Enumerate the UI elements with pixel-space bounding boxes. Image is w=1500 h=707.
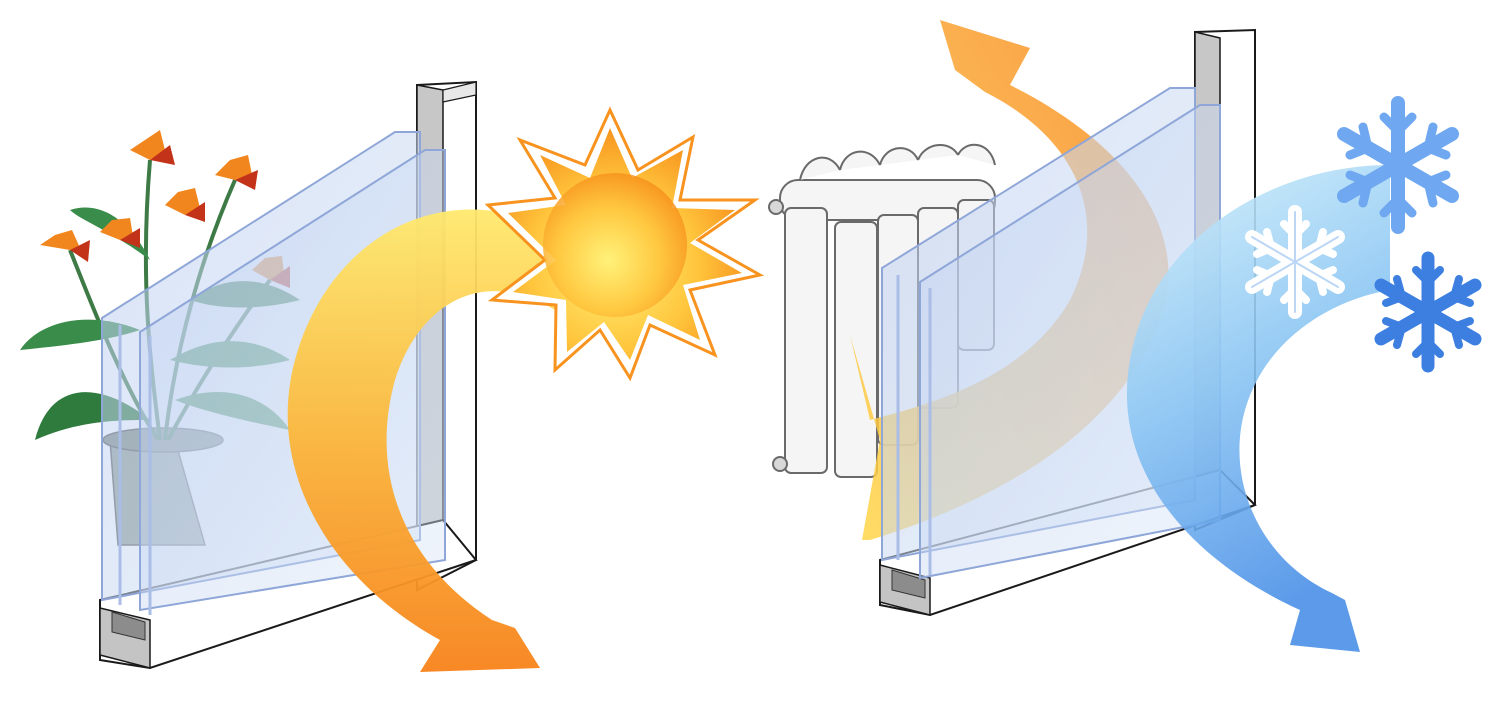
flower-icon xyxy=(100,218,140,248)
heat-arrow-icon xyxy=(287,209,590,672)
flower-icon xyxy=(130,130,175,165)
snowflake-icon xyxy=(1337,96,1459,234)
sun-icon xyxy=(484,106,765,382)
right-panel xyxy=(768,20,1482,652)
flower-icon xyxy=(40,230,90,262)
flower-icon xyxy=(215,155,258,190)
flower-icon xyxy=(165,188,205,222)
snowflake-icon xyxy=(1374,251,1482,373)
left-panel xyxy=(20,80,765,672)
snowflake-icon xyxy=(1245,205,1345,319)
